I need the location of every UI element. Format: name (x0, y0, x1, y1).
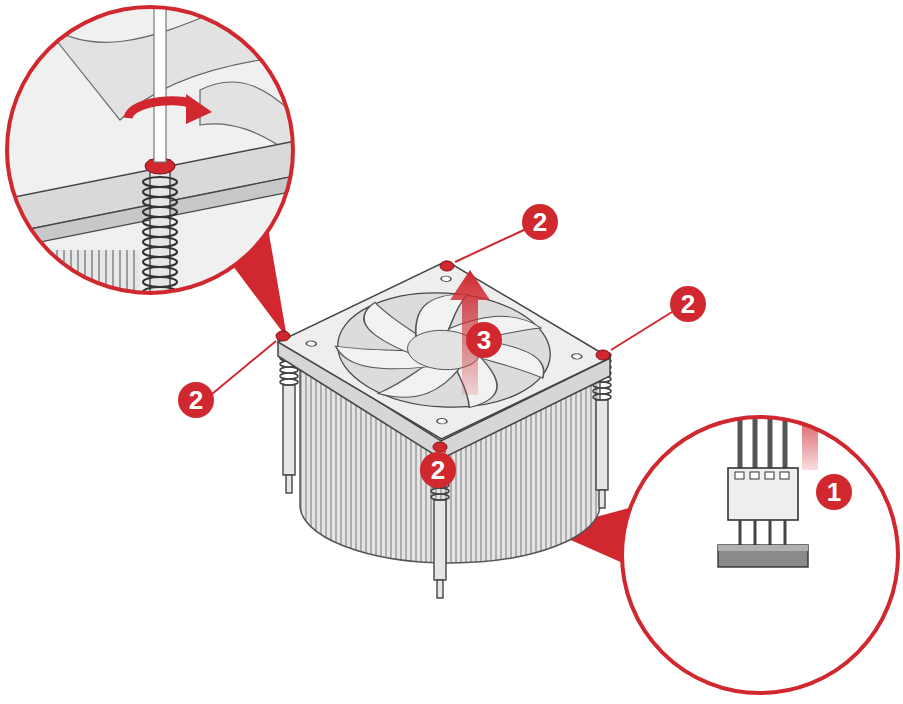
callout-number: 2 (178, 382, 214, 418)
callout-number: 3 (466, 322, 502, 358)
callout-number: 2 (522, 204, 558, 240)
callout-number: 2 (670, 286, 706, 322)
callout-number: 2 (420, 452, 456, 488)
callout-number: 1 (816, 474, 852, 510)
